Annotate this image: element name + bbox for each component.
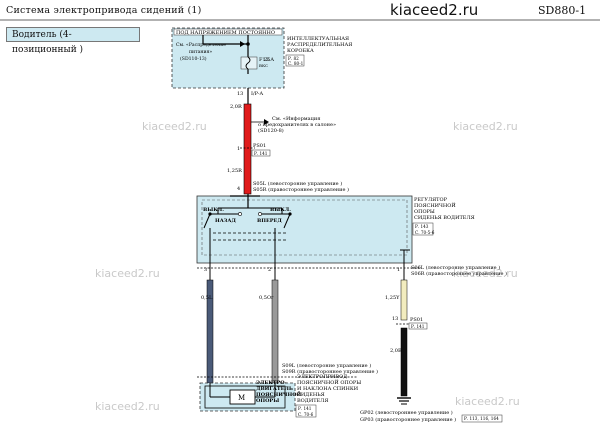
- svg-text:СИДЕНЬЯ: СИДЕНЬЯ: [297, 392, 325, 398]
- black-ground-wire: [400, 327, 408, 397]
- svg-text:ПОЯСНИЧНОЙ: ПОЯСНИЧНОЙ: [414, 201, 456, 209]
- switch-off-left: ВЫКЛ.: [203, 207, 224, 213]
- switch-back: НАЗАД: [215, 218, 236, 224]
- svg-text:GP03 (правостороннее упра: GP03 (правостороннее управление ): [360, 416, 456, 423]
- watermark: kiaceed2.ru: [142, 120, 207, 133]
- fuse-pin: 13: [237, 91, 243, 97]
- watermark: kiaceed2.ru: [453, 120, 518, 133]
- fuse-icon: [240, 56, 258, 70]
- conn-name: PS01: [253, 143, 266, 149]
- motor-box: M ЭЛЕКТРО- ДВИГАТЕЛЬ ПОЯСНИЧНОЙ ОПОРЫ ЭЛ…: [199, 374, 361, 418]
- svg-text:СИДЕНЬЯ ВОДИТЕЛЯ: СИДЕНЬЯ ВОДИТЕЛЯ: [414, 215, 475, 221]
- wire-gauge: 0,5L: [201, 295, 213, 301]
- fuse-box-name: ИНТЕЛЛЕКТУАЛЬНАЯ: [287, 36, 349, 42]
- watermark: kiaceed2.ru: [95, 400, 160, 413]
- wire-gauge: 0,5Or: [259, 295, 274, 301]
- regulator-pin: 2: [268, 267, 271, 273]
- svg-text:ПОЯСНИЧНОЙ: ПОЯСНИЧНОЙ: [256, 390, 302, 398]
- svg-text:S09R (правостороннее упра: S09R (правостороннее управление ): [282, 368, 378, 375]
- svg-text:(SD120-8): (SD120-8): [258, 127, 284, 134]
- watermark: kiaceed2.ru: [455, 395, 520, 408]
- svg-text:Р. 113, 116, 164: Р. 113, 116, 164: [464, 416, 499, 421]
- switch-off-right: ВЫКЛ.: [270, 207, 291, 213]
- switch-forward: ВПЕРЕД: [257, 218, 282, 224]
- conn-page-ref: Р. 141: [411, 324, 425, 329]
- ground-page-ref: [461, 414, 503, 423]
- diagram-code: SD880-1: [538, 4, 587, 17]
- site-name: kiaceed2.ru: [390, 1, 479, 19]
- motor-name: ЭЛЕКТРОПРИВОД: [297, 374, 347, 380]
- fuse-pin-conn: I/P-A: [251, 91, 263, 97]
- svg-text:С. 80-1: С. 80-1: [288, 61, 304, 66]
- svg-text:S05R (правостороннее упра: S05R (правостороннее управление ): [253, 186, 349, 193]
- yellow-wire: [400, 279, 408, 321]
- watermark: kiaceed2.ru: [453, 267, 518, 280]
- svg-text:ОПОРЫ: ОПОРЫ: [414, 209, 435, 215]
- regulator-name: РЕГУЛЯТОР: [414, 197, 448, 203]
- page-title: Система электропривода сидений (1): [6, 5, 202, 16]
- fuse-box-ref: См. «Распределение: [176, 42, 226, 48]
- svg-text:РАСПРЕДЕЛИТЕЛЬНАЯ: РАСПРЕДЕЛИТЕЛЬНАЯ: [287, 42, 352, 48]
- motor-page-ref: [295, 404, 317, 418]
- svg-text:С. 70-5-6: С. 70-5-6: [415, 230, 435, 235]
- conn-name: PS01: [410, 317, 423, 323]
- motor-conn: S09L (левосторонне управление ): [282, 362, 371, 369]
- svg-text:ОПОРЫ: ОПОРЫ: [256, 398, 279, 404]
- regulator-box: ВЫКЛ. ВЫКЛ. НАЗАД ВПЕРЕД РЕГУЛЯТОР ПОЯСН…: [196, 194, 475, 264]
- fuse-box-banner-frame: [173, 28, 283, 36]
- fuse-info-ref: См. «Информация: [272, 115, 320, 122]
- motor-icon: M: [229, 389, 256, 405]
- ground-point: GP02 (левостороннее управление ): [360, 409, 453, 416]
- svg-text:о предохранителях в салоне»: о предохранителях в салоне»: [258, 122, 336, 128]
- regulator-pin: 4: [237, 186, 240, 192]
- fuse-name: F13: [259, 57, 269, 63]
- svg-text:И НАКЛОНА СПИНКИ: И НАКЛОНА СПИНКИ: [297, 386, 359, 392]
- conn-pin: 1: [237, 146, 240, 152]
- svg-text:ВОДИТЕЛЯ: ВОДИТЕЛЯ: [297, 398, 328, 404]
- regulator-conn-bottom: S06L (левосторонне управление ): [411, 264, 500, 271]
- svg-text:ПОЯСНИЧНОЙ ОПОРЫ: ПОЯСНИЧНОЙ ОПОРЫ: [297, 378, 361, 386]
- conn-page-ref: Р. 141: [254, 151, 268, 156]
- svg-text:Р. 143: Р. 143: [415, 224, 429, 229]
- wire-gauge: 2,0R: [230, 104, 242, 110]
- regulator-page-ref: [412, 222, 434, 236]
- conn-pin: 13: [392, 316, 398, 322]
- motor-overlap-label: ЭЛЕКТРО-: [256, 380, 287, 386]
- red-feed-wire: [243, 103, 252, 195]
- regulator-pin: 1: [397, 267, 400, 273]
- watermark: kiaceed2.ru: [95, 267, 160, 280]
- svg-text:M: M: [238, 394, 245, 402]
- svg-text:ДВИГАТЕЛЬ: ДВИГАТЕЛЬ: [256, 386, 293, 392]
- ground-icon: [397, 397, 411, 405]
- fuse-box-frame: [171, 27, 285, 89]
- wire-gauge: 2,0B: [390, 348, 402, 354]
- fuse-box-banner: ПОД НАПРЯЖЕНИЕМ ПОСТОЯННО: [176, 30, 275, 36]
- regulator-frame: [196, 195, 413, 264]
- watermarks: kiaceed2.ru kiaceed2.ru kiaceed2.ru kiac…: [95, 120, 520, 413]
- page-header: Система электропривода сидений (1) kiace…: [0, 0, 600, 20]
- fuse-box-page-ref: [285, 54, 305, 67]
- regulator-conn-line: S05L (левосторонне управление ): [253, 180, 342, 187]
- svg-text:Р. 82: Р. 82: [288, 56, 299, 61]
- fuse-amp: 25A: [264, 57, 274, 63]
- variant-label: Водитель (4- позиционный ): [6, 27, 140, 55]
- svg-text:С. 70-6: С. 70-6: [298, 412, 314, 417]
- regulator-pin: 3: [204, 267, 207, 273]
- svg-text:питания»: питания»: [189, 50, 212, 55]
- svg-text:Р. 141: Р. 141: [298, 406, 312, 411]
- svg-text:S06R (правостороннее упра: S06R (правостороннее управление ): [411, 270, 507, 277]
- fuse-box: ПОД НАПРЯЖЕНИЕМ ПОСТОЯННО См. «Распредел…: [171, 27, 352, 89]
- wire-gauge: 1,25Y: [385, 295, 400, 301]
- fuse-tag: ВКС: [259, 63, 268, 68]
- wire-gauge: 1,25R: [227, 168, 242, 174]
- svg-text:КОРОБКА: КОРОБКА: [287, 48, 314, 54]
- svg-text:(SD110-13): (SD110-13): [180, 55, 207, 62]
